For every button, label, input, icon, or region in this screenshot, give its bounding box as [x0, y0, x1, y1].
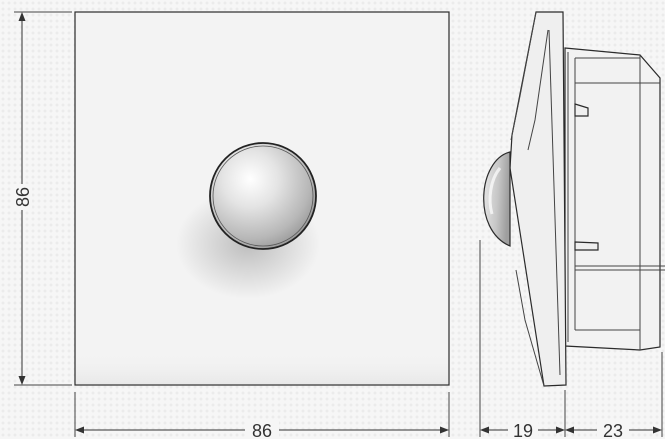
depth-dimensions: 19 23	[479, 240, 663, 439]
height-label: 86	[13, 187, 33, 207]
arrow-right-icon	[653, 426, 662, 434]
front-plate-shade	[76, 350, 448, 384]
upper-clip	[574, 103, 589, 117]
width-dimension: 86	[74, 392, 450, 439]
height-dimension: 86	[12, 11, 72, 386]
width-label: 86	[252, 421, 272, 439]
arrow-left-icon	[480, 426, 489, 434]
arrow-left-icon	[75, 426, 84, 434]
back-housing	[564, 47, 661, 351]
lower-clip	[574, 241, 599, 251]
arrow-left-icon	[565, 426, 574, 434]
arrow-up-icon	[18, 12, 26, 21]
sensor-lens	[209, 142, 317, 250]
front-cover	[509, 11, 567, 387]
arrow-right-icon	[556, 426, 565, 434]
front-view	[74, 11, 450, 386]
arrow-right-icon	[440, 426, 449, 434]
side-view	[483, 11, 665, 387]
depth-front-label: 19	[513, 421, 533, 439]
sensor-dome	[483, 151, 511, 247]
depth-back-label: 23	[603, 421, 623, 439]
arrow-down-icon	[18, 376, 26, 385]
sensor-lens-rim	[212, 145, 314, 247]
